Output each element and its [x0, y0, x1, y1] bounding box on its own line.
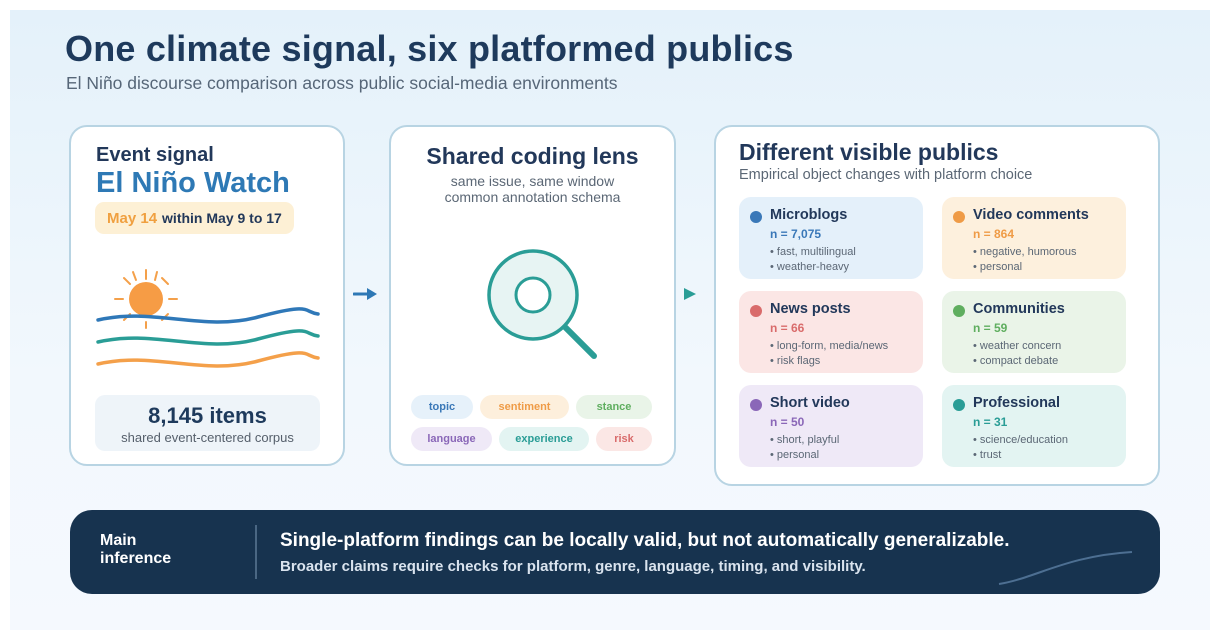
platform-bullet: • personal [770, 449, 820, 461]
sun-icon [114, 269, 178, 329]
banner-label-line1: Main [100, 532, 137, 549]
platform-bullet: • science/education [973, 434, 1068, 446]
tag-label: risk [614, 433, 634, 445]
platform-dot [750, 211, 762, 223]
platform-bullet: • short, playful [770, 434, 840, 446]
wave-icon [96, 307, 320, 368]
lens-card-subtitle: same issue, same window common annotatio… [391, 173, 674, 205]
platform-bullet: • fast, multilingual [770, 246, 856, 258]
platform-dot [750, 305, 762, 317]
platform-dot [953, 399, 965, 411]
platform-dot [953, 305, 965, 317]
infographic-canvas: One climate signal, six platformed publi… [10, 10, 1210, 630]
event-date-pill: May 14 within May 9 to 17 [95, 202, 294, 234]
tag-label: stance [596, 401, 632, 413]
tag-label: language [427, 433, 476, 445]
event-signal-card: Event signal El Niño Watch May 14 within… [69, 125, 345, 466]
platform-name: Microblogs [770, 207, 848, 223]
platform-bullet: • compact debate [973, 355, 1059, 367]
platform-bullet: • risk flags [770, 355, 821, 367]
platform-count: n = 66 [770, 321, 805, 335]
banner-main-statement: Single-platform findings can be locally … [280, 530, 1010, 551]
tag-risk: risk [596, 427, 652, 451]
visible-publics-card: Different visible publics Empirical obje… [714, 125, 1160, 486]
publics-card-subtitle: Empirical object changes with platform c… [739, 167, 1033, 183]
tag-language: language [411, 427, 492, 451]
platform-count: n = 864 [973, 227, 1015, 241]
event-card-heading: Event signal [96, 144, 214, 166]
tag-sentiment: sentiment [480, 395, 569, 419]
corpus-count-label: shared event-centered corpus [121, 430, 294, 445]
platform-count: n = 50 [770, 415, 805, 429]
tag-experience: experience [499, 427, 589, 451]
decorative-curve-icon [998, 551, 1133, 585]
lens-subtitle-line1: same issue, same window [450, 173, 615, 189]
event-name: El Niño Watch [96, 167, 290, 199]
platform-name: Professional [973, 395, 1061, 411]
platform-bullet: • long-form, media/news [770, 340, 889, 352]
event-date-highlight: May 14 [107, 209, 158, 227]
platform-tile-video-comments: Video comments n = 864 • negative, humor… [942, 197, 1126, 279]
platform-count: n = 31 [973, 415, 1008, 429]
platform-name: Communities [973, 301, 1065, 317]
lens-subtitle-line2: common annotation schema [444, 189, 621, 205]
page-title: One climate signal, six platformed publi… [65, 28, 794, 69]
banner-divider [255, 525, 257, 579]
platform-name: News posts [770, 301, 851, 317]
banner-secondary-statement: Broader claims require checks for platfo… [280, 558, 866, 575]
platform-tile-microblogs: Microblogs n = 7,075 • fast, multilingua… [739, 197, 923, 279]
publics-card-heading: Different visible publics [739, 139, 999, 165]
platform-count: n = 7,075 [770, 227, 822, 241]
platform-bullet: • trust [973, 449, 1002, 461]
event-date-range: within May 9 to 17 [162, 210, 282, 226]
platform-bullet: • weather-heavy [770, 261, 850, 273]
magnifier-icon [487, 249, 597, 359]
tag-label: topic [428, 401, 456, 413]
platform-bullet: • personal [973, 261, 1023, 273]
platform-name: Video comments [973, 207, 1089, 223]
banner-label: Main inference [100, 532, 210, 568]
corpus-count-box: 8,145 items shared event-centered corpus [95, 395, 320, 451]
arrow-right-icon [684, 288, 696, 300]
lens-card-heading: Shared coding lens [426, 143, 639, 169]
tag-topic: topic [411, 395, 473, 419]
platform-tile-communities: Communities n = 59 • weather concern • c… [942, 291, 1126, 373]
platform-dot [750, 399, 762, 411]
tag-label: sentiment [498, 401, 551, 413]
platform-tile-short-video: Short video n = 50 • short, playful • pe… [739, 385, 923, 467]
platform-bullet: • weather concern [973, 340, 1062, 352]
tag-label: experience [515, 433, 573, 445]
tag-stance: stance [576, 395, 652, 419]
platform-dot [953, 211, 965, 223]
main-inference-banner: Main inference Single-platform findings … [70, 510, 1160, 594]
platform-tile-news-posts: News posts n = 66 • long-form, media/new… [739, 291, 923, 373]
arrow-right-icon [353, 288, 377, 300]
corpus-count: 8,145 items [148, 403, 267, 428]
platform-count: n = 59 [973, 321, 1008, 335]
banner-label-line2: inference [100, 550, 172, 567]
page-subtitle: El Niño discourse comparison across publ… [66, 73, 618, 93]
sun-wave-illustration [96, 269, 320, 368]
coding-lens-card: Shared coding lens same issue, same wind… [389, 125, 676, 466]
platform-bullet: • negative, humorous [973, 246, 1077, 258]
platform-tile-professional: Professional n = 31 • science/education … [942, 385, 1126, 467]
platform-name: Short video [770, 395, 850, 411]
